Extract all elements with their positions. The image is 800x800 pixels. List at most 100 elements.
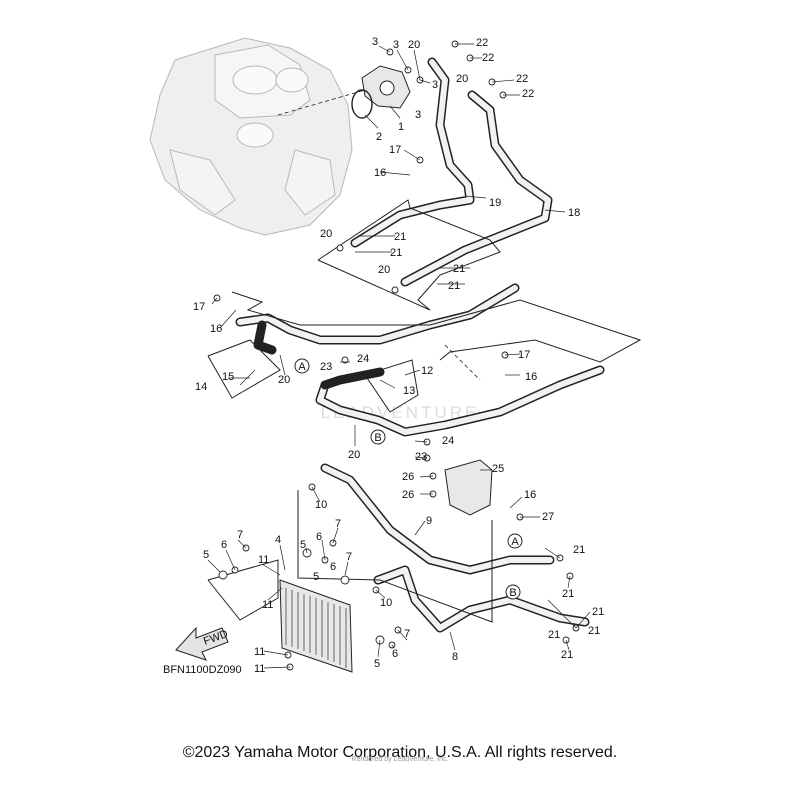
part-label: 7	[346, 551, 352, 563]
part-label: 21	[394, 231, 406, 243]
oil-pipe-housing	[361, 65, 411, 109]
part-label: 4	[275, 534, 281, 546]
rendered-by-text: Rendered by LeadVenture, Inc.	[351, 756, 449, 763]
part-label: 6	[316, 531, 322, 543]
part-label: 3	[393, 39, 399, 51]
part-label: 8	[452, 651, 458, 663]
part-label: 16	[210, 323, 222, 335]
oil-cooler	[279, 579, 353, 673]
part-label: 14	[195, 381, 207, 393]
part-label: 27	[542, 511, 554, 523]
part-label: 16	[374, 167, 386, 179]
part-label: 6	[392, 648, 398, 660]
part-label: 18	[568, 207, 580, 219]
part-label: 3	[415, 109, 421, 121]
part-label: 21	[448, 280, 460, 292]
part-label: 2	[376, 131, 382, 143]
part-label: 11	[258, 554, 269, 566]
part-label: 11	[254, 646, 265, 658]
part-label: 21	[562, 588, 574, 600]
copyright-text: ©2023 Yamaha Motor Corporation, U.S.A. A…	[182, 744, 618, 761]
part-label: 5	[203, 549, 209, 561]
part-label: 16	[524, 489, 536, 501]
part-label: 7	[237, 529, 243, 541]
lower-frame	[297, 490, 493, 623]
part-label: 24	[357, 353, 369, 365]
part-label: 21	[592, 606, 604, 618]
part-label: 26	[402, 471, 414, 483]
part-label: 3	[372, 36, 378, 48]
part-label: 21	[573, 544, 585, 556]
part-label: 20	[378, 264, 390, 276]
lower-frame-left	[207, 559, 279, 621]
part-label: 24	[442, 435, 454, 447]
part-label: 20	[348, 449, 360, 461]
upper-hose-frame	[317, 199, 501, 311]
part-label: 7	[335, 518, 341, 530]
part-label: 21	[548, 629, 560, 641]
part-label: 10	[315, 499, 327, 511]
part-label: 7	[404, 628, 410, 640]
fasteners	[213, 40, 580, 671]
svg-text:B: B	[509, 587, 516, 599]
part-label: 21	[390, 247, 402, 259]
middle-frame-clamp-14	[207, 339, 281, 399]
part-label: 23	[320, 361, 332, 373]
part-label: 23	[415, 451, 427, 463]
part-label: 5	[313, 571, 319, 583]
middle-frame-upper	[231, 291, 642, 363]
part-label: 25	[492, 463, 504, 475]
part-label: 3	[432, 79, 438, 91]
part-label: 15	[222, 371, 234, 383]
part-label: 17	[518, 349, 530, 361]
part-labels: 1 2 3 3 3 3 4 5 5 5 5 6 6 6 6 7 7 7 7 8 …	[193, 36, 604, 675]
middle-dashed	[444, 344, 481, 381]
middle-hoses	[235, 283, 605, 437]
part-label: 21	[561, 649, 573, 661]
callout-a-low: A	[507, 533, 523, 549]
o-ring-gasket	[351, 89, 373, 119]
part-label: 10	[380, 597, 392, 609]
part-label: 9	[426, 515, 432, 527]
part-label: 16	[525, 371, 537, 383]
part-label: 20	[456, 73, 468, 85]
part-label: 20	[408, 39, 420, 51]
svg-text:A: A	[511, 536, 519, 548]
part-label: 17	[193, 301, 205, 313]
part-label: 20	[320, 228, 332, 240]
callout-b-low: B	[505, 584, 521, 600]
part-label: 26	[402, 489, 414, 501]
svg-text:A: A	[298, 361, 306, 373]
engine-block	[149, 37, 353, 236]
part-label: 11	[262, 599, 273, 611]
part-label: 22	[476, 37, 488, 49]
part-label: 22	[516, 73, 528, 85]
part-label: 19	[489, 197, 501, 209]
part-label: 21	[588, 625, 600, 637]
part-label: 6	[330, 561, 336, 573]
leader-lines	[207, 43, 591, 669]
part-label: 5	[374, 658, 380, 670]
part-label: 21	[453, 263, 465, 275]
part-label: 20	[278, 374, 290, 386]
fwd-arrow-icon: FWD	[175, 626, 230, 661]
engine-connection-dashed-line	[277, 89, 366, 116]
callout-b-mid: B	[370, 429, 386, 445]
lower-hoses	[320, 463, 590, 633]
part-label: 6	[221, 539, 227, 551]
part-label: 22	[482, 52, 494, 64]
part-label: 11	[254, 663, 265, 675]
part-label: 22	[522, 88, 534, 100]
callout-a-mid: A	[294, 358, 310, 374]
diagram-code: BFN1100DZ090	[163, 664, 242, 676]
part-label: 13	[403, 385, 415, 397]
upper-hoses	[350, 57, 553, 287]
middle-frame-clamp-12	[364, 359, 419, 413]
part-label: 1	[398, 121, 404, 133]
part-label: 5	[300, 539, 306, 551]
part-label: 17	[389, 144, 401, 156]
svg-text:B: B	[374, 432, 381, 444]
part-label: 12	[421, 365, 433, 377]
bracket-25	[444, 459, 493, 516]
